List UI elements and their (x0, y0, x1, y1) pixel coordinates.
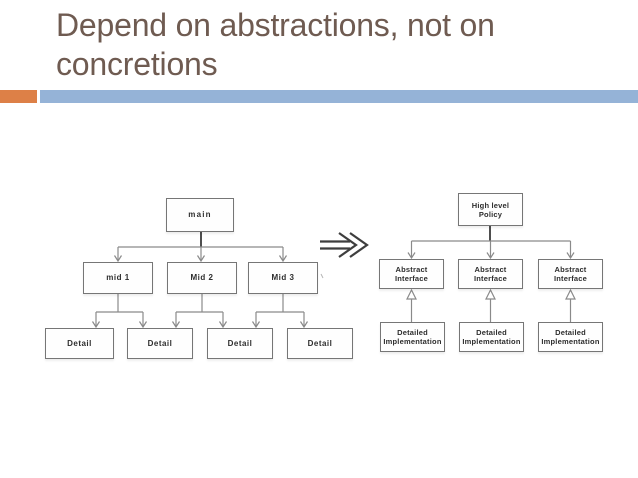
box-detailed-implementation-1-line-2: Implementation (383, 337, 442, 346)
generalization-connectors (406, 288, 576, 322)
box-detailed-implementation-2-line-1: Detailed (476, 328, 507, 337)
left-detail-connectors (91, 294, 309, 329)
box-abstract-interface-2-line-1: Abstract (474, 265, 507, 274)
box-abstract-interface-2-line-2: Interface (473, 274, 508, 283)
box-main-label: main (188, 210, 212, 220)
box-detail-4: Detail (287, 328, 353, 359)
right-interface-connectors (407, 240, 575, 260)
box-mid-3: Mid 3 (248, 262, 318, 294)
scan-speck (320, 273, 324, 279)
box-detailed-implementation-3: Detailed Implementation (538, 322, 603, 352)
box-abstract-interface-1-line-2: Interface (394, 274, 429, 283)
box-abstract-interface-1-line-1: Abstract (395, 265, 428, 274)
box-detail-2-label: Detail (147, 338, 173, 348)
box-detailed-implementation-3-line-2: Implementation (541, 337, 600, 346)
box-detail-3: Detail (207, 328, 273, 359)
box-detail-2: Detail (127, 328, 193, 359)
box-detailed-implementation-2-line-2: Implementation (462, 337, 521, 346)
box-abstract-interface-2: Abstract Interface (458, 259, 523, 289)
accent-orange-square (0, 90, 37, 103)
title-underline-bar (40, 90, 638, 103)
page-title: Depend on abstractions, not on concretio… (56, 6, 616, 84)
box-detailed-implementation-1: Detailed Implementation (380, 322, 445, 352)
page-title-line-1: Depend on abstractions, not on (56, 7, 495, 43)
box-detail-1: Detail (45, 328, 114, 359)
box-mid-2-label: Mid 2 (190, 273, 214, 283)
box-mid-2: Mid 2 (167, 262, 237, 294)
box-detail-1-label: Detail (67, 338, 92, 348)
box-mid-1-label: mid 1 (106, 273, 130, 283)
box-detailed-implementation-2: Detailed Implementation (459, 322, 524, 352)
box-high-level-policy-line-1: High level (471, 200, 510, 210)
box-detail-4-label: Detail (307, 338, 333, 348)
box-detailed-implementation-3-line-1: Detailed (555, 328, 586, 337)
box-high-level-policy-line-2: Policy (478, 209, 503, 219)
box-abstract-interface-3-line-1: Abstract (554, 265, 587, 274)
box-mid-3-label: Mid 3 (271, 273, 295, 283)
box-detailed-implementation-1-line-1: Detailed (397, 328, 428, 337)
left-mid-connectors (113, 246, 288, 263)
box-mid-1: mid 1 (83, 262, 153, 294)
box-abstract-interface-1: Abstract Interface (379, 259, 444, 289)
box-high-level-policy: High level Policy (458, 193, 523, 226)
box-abstract-interface-3-line-2: Interface (553, 274, 588, 283)
box-abstract-interface-3: Abstract Interface (538, 259, 603, 289)
box-detail-3-label: Detail (227, 338, 253, 348)
transform-arrow-icon (320, 232, 369, 258)
box-main: main (166, 198, 234, 232)
page-title-line-2: concretions (56, 46, 218, 82)
